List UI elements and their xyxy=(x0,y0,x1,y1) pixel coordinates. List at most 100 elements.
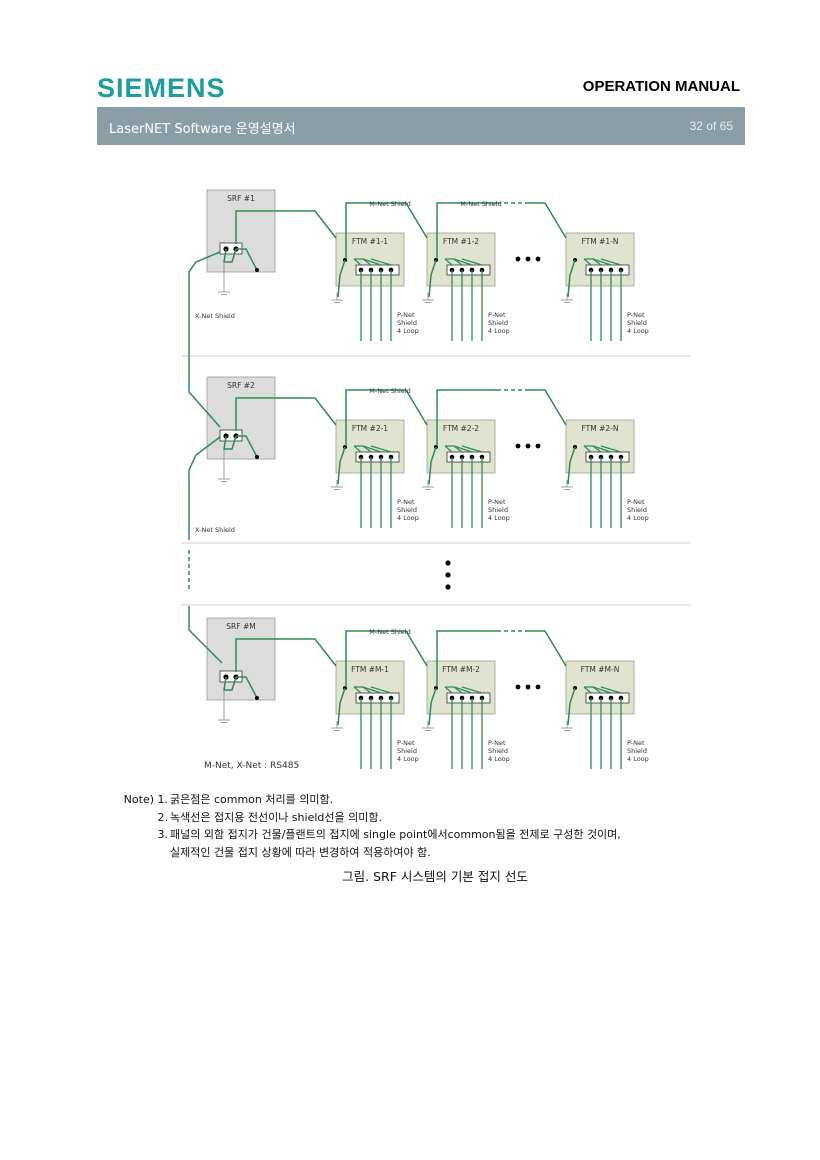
ground-wire xyxy=(337,259,346,298)
vertical-ellipsis-dot xyxy=(445,584,451,590)
mnet-shield-label: M-Net Shield xyxy=(460,200,501,208)
pnet-label: P-Net xyxy=(488,739,506,747)
pnet-label: 4 Loop xyxy=(488,327,510,335)
shield-fan xyxy=(362,445,382,453)
pnet-label: P-Net xyxy=(488,311,506,319)
mnet-shield-wire xyxy=(527,630,567,667)
ftm-box xyxy=(335,232,405,287)
ftm-label: FTM #2-1 xyxy=(352,424,388,433)
mnet-shield-wire xyxy=(436,389,497,446)
mnet-shield-wire xyxy=(527,389,567,426)
mnet-shield-wire xyxy=(436,630,497,687)
terminal-block xyxy=(355,451,400,463)
mnet-shield-wire xyxy=(345,202,428,259)
pnet-label: P-Net xyxy=(627,311,645,319)
ftm-label: FTM #M-N xyxy=(581,665,620,674)
pnet-label: P-Net xyxy=(488,498,506,506)
ftm-box xyxy=(335,660,405,715)
xnet-shield-label: X-Net Shield xyxy=(195,312,235,320)
doc-type: OPERATION MANUAL xyxy=(582,78,740,95)
shield-fan xyxy=(592,445,612,453)
shield-fan xyxy=(600,445,622,453)
pnet-label: P-Net xyxy=(627,498,645,506)
mnet-shield-label: M-Net Shield xyxy=(369,628,410,636)
pnet-label: 4 Loop xyxy=(627,755,649,763)
ftm-box xyxy=(565,232,635,287)
pnet-label: Shield xyxy=(488,319,508,327)
shield-fan xyxy=(592,258,612,266)
srf-box xyxy=(206,376,276,460)
xnet-shield-wire xyxy=(188,606,223,664)
shield-fan xyxy=(600,686,622,694)
xnet-shield-wire xyxy=(188,436,221,540)
terminal-block xyxy=(585,264,630,276)
ellipsis-dot xyxy=(525,443,531,449)
banner-title: LaserNET Software 운영설명서 xyxy=(109,122,296,137)
pnet-label: Shield xyxy=(397,319,417,327)
ftm-label: FTM #M-2 xyxy=(442,665,480,674)
xnet-shield-wire xyxy=(188,251,221,428)
shield-fan xyxy=(362,258,382,266)
shield-fan xyxy=(453,445,473,453)
pnet-label: 4 Loop xyxy=(397,514,419,522)
shield-fan xyxy=(453,258,473,266)
shield-fan xyxy=(353,686,362,694)
srf-wire xyxy=(236,248,258,271)
pnet-label: P-Net xyxy=(397,311,415,319)
ellipsis-dot xyxy=(535,443,541,449)
ftm-box xyxy=(565,660,635,715)
ftm-box xyxy=(426,232,496,287)
ellipsis-dot xyxy=(525,256,531,262)
shield-fan xyxy=(600,258,622,266)
mnet-shield-wire xyxy=(235,397,337,431)
srf-box xyxy=(206,189,276,273)
shield-fan xyxy=(583,258,592,266)
pnet-label: 4 Loop xyxy=(627,327,649,335)
shield-fan xyxy=(453,686,473,694)
ftm-label: FTM #1-1 xyxy=(352,237,388,246)
terminal-block xyxy=(355,692,400,704)
pnet-label: 4 Loop xyxy=(397,755,419,763)
shield-fan xyxy=(583,686,592,694)
srf-common-wire xyxy=(223,676,237,691)
pnet-label: Shield xyxy=(488,506,508,514)
ground-wire xyxy=(337,687,346,726)
shield-fan xyxy=(444,445,453,453)
ellipsis-dot xyxy=(515,684,521,690)
terminal-block xyxy=(446,264,491,276)
shield-fan xyxy=(362,686,382,694)
figure-caption: 그림. SRF 시스템의 기본 접지 선도 xyxy=(342,869,528,884)
xnet-shield-label: X-Net Shield xyxy=(195,526,235,534)
pnet-label: 4 Loop xyxy=(627,514,649,522)
note-text: 패널의 외함 접지가 건물/플랜트의 접지에 single point에서com… xyxy=(170,828,621,841)
note-label: 2. xyxy=(157,810,169,824)
mnet-shield-wire xyxy=(235,638,337,672)
ftm-label: FTM #2-2 xyxy=(443,424,479,433)
note-text: 실제적인 건물 접지 상황에 따라 변경하여 적용하여야 함. xyxy=(170,845,431,859)
ground-wire xyxy=(567,446,576,485)
ellipsis-dot xyxy=(515,256,521,262)
pnet-label: Shield xyxy=(627,747,647,755)
mnet-shield-label: M-Net Shield xyxy=(369,387,410,395)
siemens-logo: SIEMENS xyxy=(97,73,226,103)
shield-fan xyxy=(461,445,483,453)
shield-fan xyxy=(353,258,362,266)
pnet-label: P-Net xyxy=(397,498,415,506)
pnet-label: Shield xyxy=(397,747,417,755)
common-point-dot xyxy=(255,696,259,700)
shield-fan xyxy=(461,686,483,694)
ftm-label: FTM #2-N xyxy=(582,424,619,433)
vertical-ellipsis-dot xyxy=(445,572,451,578)
ftm-box xyxy=(565,419,635,474)
srf-wire xyxy=(236,676,258,699)
terminal-block xyxy=(446,692,491,704)
pnet-label: P-Net xyxy=(397,739,415,747)
pnet-label: Shield xyxy=(397,506,417,514)
ftm-box xyxy=(335,419,405,474)
srf-wire xyxy=(236,435,258,458)
mnet-shield-wire xyxy=(235,210,337,244)
shield-fan xyxy=(370,445,392,453)
page-number: 32 of 65 xyxy=(689,119,733,133)
ground-wire xyxy=(428,446,437,485)
pnet-label: 4 Loop xyxy=(488,755,510,763)
